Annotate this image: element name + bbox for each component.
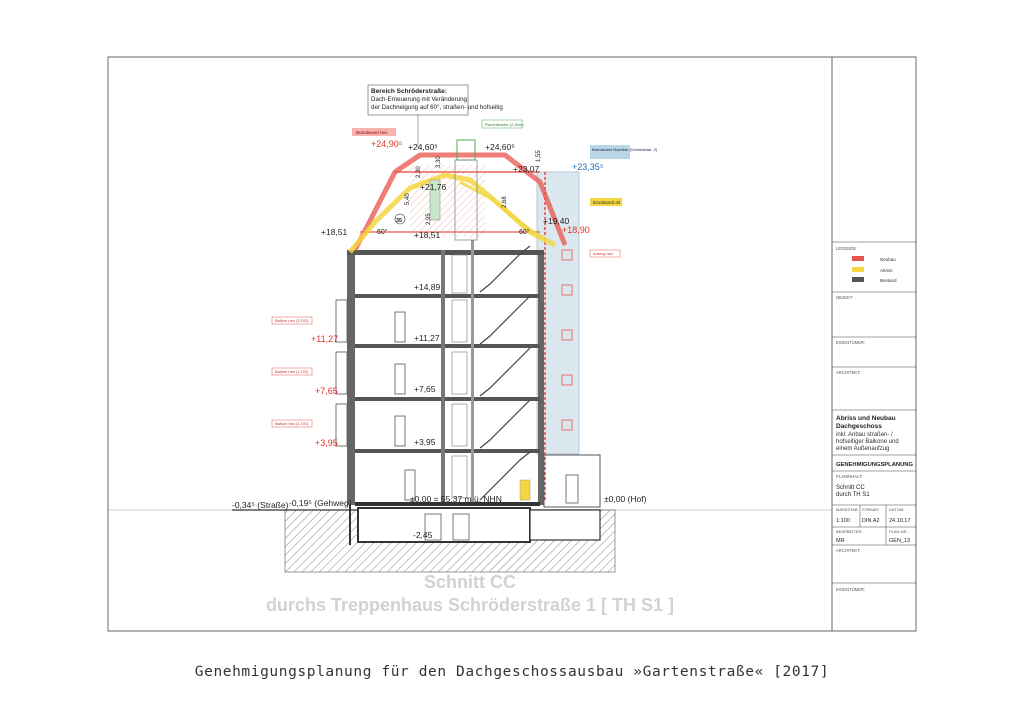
svg-text:EIGENTÜMER:: EIGENTÜMER: [836,587,865,592]
svg-text:hofseitiger Balkone und: hofseitiger Balkone und [836,439,899,445]
level-000-hof: ±0,00 (Hof) [604,494,647,504]
svg-text:Abriss: Abriss [880,268,893,273]
svg-text:OBJEKT:: OBJEKT: [836,295,853,300]
roof-section [348,139,568,254]
note-box [367,84,469,116]
svg-text:DIN A2: DIN A2 [862,518,879,524]
level-1489: +14,89 [414,282,441,292]
drawing-title: Schnitt CC [424,572,516,592]
svg-text:24.10.17: 24.10.17 [889,518,910,524]
level-1940: +19,40 [543,216,570,226]
level-2176: +21,76 [420,182,447,192]
svg-text:MR: MR [836,538,845,544]
svg-text:einem Außenaufzug: einem Außenaufzug [836,446,889,452]
svg-text:Balkon neu (3.OG): Balkon neu (3.OG) [275,318,309,323]
level-765: +7,65 [414,384,436,394]
sheet-frame [107,56,917,632]
level-2460-right: +24,60⁵ [485,142,515,152]
svg-text:DATUM:: DATUM: [889,507,904,512]
svg-text:LEGENDE:: LEGENDE: [836,246,857,251]
svg-text:ARCHITEKT:: ARCHITEKT: [836,548,860,553]
tag-balkon-3og [271,316,313,325]
svg-text:Aufzug neu: Aufzug neu [593,251,613,256]
svg-text:GEN_13: GEN_13 [889,538,910,544]
level-strasse: -0,34⁵ (Straße) [232,500,289,510]
level-2460-left: +24,60⁵ [408,142,438,152]
level-2335: +23,35⁵ [572,162,604,172]
level-765-red: +7,65 [315,386,338,396]
level-1851-outer: +18,51 [321,227,348,237]
tag-brandwand-alt [590,198,622,206]
dim-268: 2,68 [502,196,508,208]
level-000: ±0,00 = 55,37 m ü. NHN [410,494,502,504]
svg-text:Rauchfenster (2.50m): Rauchfenster (2.50m) [485,122,524,127]
svg-text:1:100: 1:100 [836,518,850,524]
level-2490: +24,90⁵ [371,139,403,149]
drawing-subtitle: durchs Treppenhaus Schröderstraße 1 [ TH… [266,595,674,615]
tag-aufzug [589,249,621,258]
dim-295: 2,95 [426,213,432,225]
level-1127: +11,27 [414,333,440,343]
svg-text:Abriss und Neubau: Abriss und Neubau [836,415,896,422]
svg-text:FORMAT:: FORMAT: [862,507,879,512]
svg-text:Brandwand alt: Brandwand alt [593,200,621,205]
building-section [335,240,601,508]
tag-rauchfenster [481,119,523,129]
svg-text:Dachgeschoss: Dachgeschoss [836,423,882,430]
tag-balkon-1og [271,419,313,428]
dim-155: 1,55 [536,150,542,162]
dim-330: 3,30 [436,156,442,168]
room-number: 35 [396,218,402,224]
svg-text:BEARBEITER:: BEARBEITER: [836,529,862,534]
level-1890: +18,90 [562,225,590,235]
tag-brandwand-neu [352,128,396,136]
level-gehweg: -0,19⁵ (Gehweg) [289,498,352,508]
tag-balkon-2og [271,367,313,376]
ground [232,502,616,573]
level-395-red: +3,95 [315,438,338,448]
note-heading: Bereich Schröderstraße: [371,88,447,95]
svg-text:Balkon neu (1.OG): Balkon neu (1.OG) [275,421,309,426]
tag-brandwand-nachbar [590,145,630,159]
angle-right: 60° [519,228,530,236]
svg-text:PLAN-NR.:: PLAN-NR.: [889,529,909,534]
svg-text:MASSSTAB:: MASSSTAB: [836,507,859,512]
svg-text:Bestand: Bestand [880,278,897,283]
title-block: LEGENDE: Neubau Abriss Bestand OBJEKT: E… [832,241,916,592]
svg-text:Schnitt CC: Schnitt CC [836,485,865,491]
svg-text:ARCHITEKT:: ARCHITEKT: [836,370,860,375]
level-1127-red: +11,27 [311,334,338,344]
dim-540: 5,40 [405,193,411,205]
level-1851-inner: +18,51 [414,230,441,240]
note-line-2: der Dachneigung auf 60°, straßen- und ho… [371,104,503,111]
svg-text:inkl. Anbau straßen- /: inkl. Anbau straßen- / [836,432,893,438]
svg-text:Brandwand Nachbar (Schröderstr: Brandwand Nachbar (Schröderstr. 2) [592,147,658,152]
level-2307: +23,07 [513,164,540,174]
dim-230: 2,30 [416,166,422,178]
note-line-1: Dach-Erneuerung mit Veränderung [371,96,468,103]
svg-text:EIGENTÜMER:: EIGENTÜMER: [836,340,865,345]
svg-text:Neubau: Neubau [880,257,896,262]
svg-text:PLANINHALT:: PLANINHALT: [836,474,862,479]
level-keller: -2,45 [413,530,433,540]
angle-left: 60° [377,228,388,236]
svg-text:Balkon neu (2.OG): Balkon neu (2.OG) [275,369,309,374]
svg-text:Brandwand neu: Brandwand neu [356,130,388,135]
page-caption: Genehmigungsplanung für den Dachgeschoss… [194,664,830,680]
phase-label: GENEHMIGUNGSPLANUNG [836,462,913,468]
svg-text:durch TH S1: durch TH S1 [836,492,870,498]
level-395: +3,95 [414,437,436,447]
